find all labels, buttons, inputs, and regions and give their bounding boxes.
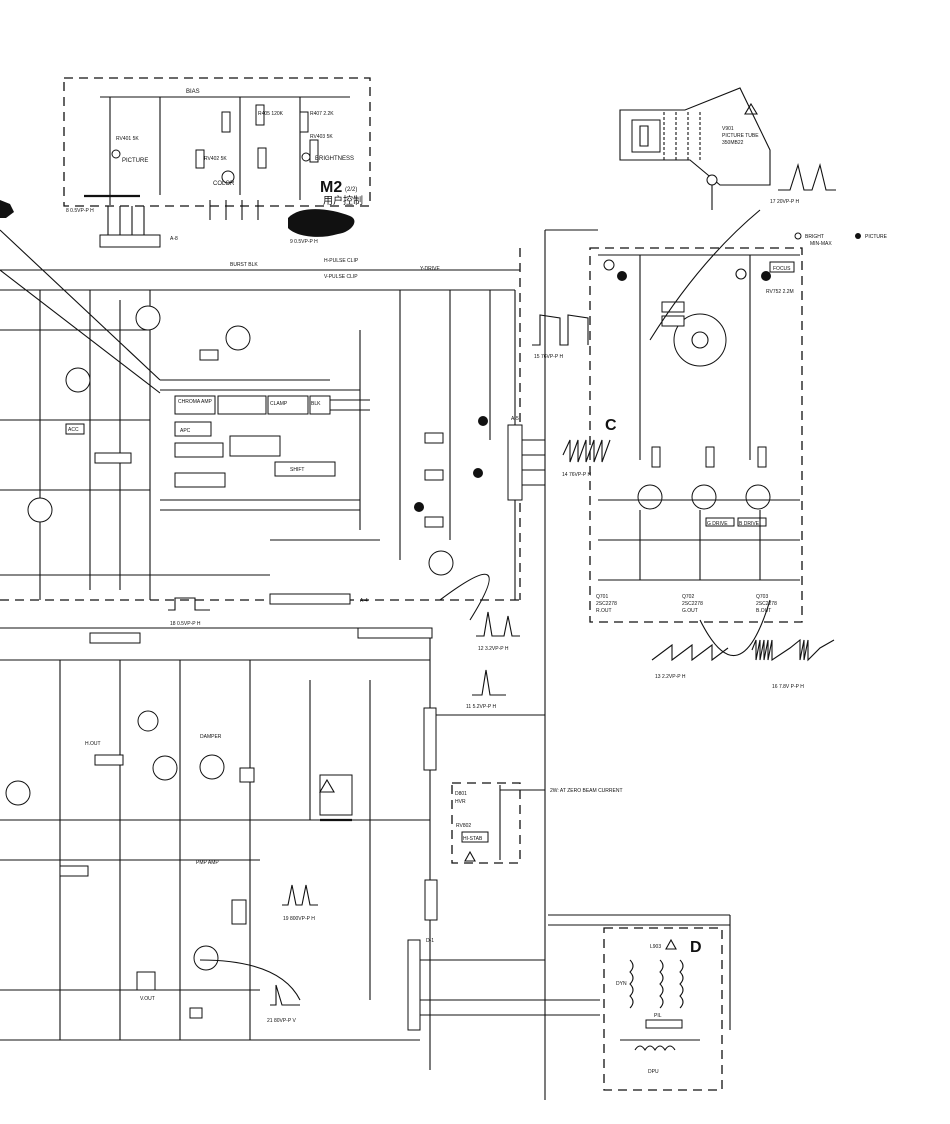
picture-knob-label: PICTURE bbox=[865, 234, 888, 240]
waveform-17-label: 17 20VP-P H bbox=[770, 199, 799, 205]
waveform-21-label: 21 80VP-P V bbox=[267, 1018, 296, 1024]
v-pulse-label: V-PULSE CLIP bbox=[324, 274, 358, 280]
fbt-ref: D801 bbox=[455, 791, 467, 797]
fbt-histab: HI-STAB bbox=[463, 836, 483, 842]
connector-a8: A-8 bbox=[170, 236, 178, 242]
apc-label: APC bbox=[180, 428, 191, 434]
ink-blot-left bbox=[0, 200, 14, 218]
waveform-15-label: 15 76VP-P H bbox=[534, 354, 563, 360]
waveform-12: 12 3.2VP-P H bbox=[476, 611, 520, 652]
b-drive-label: B DRIVE bbox=[739, 521, 760, 527]
q702-role: G.OUT bbox=[682, 608, 698, 614]
q702-type: 2SC2278 bbox=[682, 601, 703, 607]
m2-brightness-label: BRIGHTNESS bbox=[315, 156, 354, 162]
board-deflection: DAMPER PMP AMP V.OUT H.OUT D-1 bbox=[0, 627, 600, 1070]
q703-type: 2SC2278 bbox=[756, 601, 777, 607]
q701-role: R.OUT bbox=[596, 608, 612, 614]
fbt-hvr: HVR bbox=[455, 799, 466, 805]
m2-r405: R405 120K bbox=[258, 111, 284, 117]
m2-rv403: RV403 5K bbox=[310, 134, 333, 140]
focus-label: FOCUS bbox=[773, 266, 791, 272]
board-d-pil: PIL bbox=[654, 1013, 662, 1019]
q701-type: 2SC2278 bbox=[596, 601, 617, 607]
board-c: FOCUS RV752 2.2M C G DRIVE B DRIVE Q701 … bbox=[544, 229, 888, 1100]
m2-r407: R407 2.2K bbox=[310, 111, 334, 117]
board-c-label: C bbox=[605, 417, 617, 434]
h-out-label: H.OUT bbox=[85, 741, 101, 747]
waveform-17: 17 20VP-P H bbox=[770, 162, 836, 205]
m2-color-label: COLOR bbox=[213, 181, 235, 187]
waveform-8-label: 8 0.5VP-P H bbox=[66, 208, 94, 214]
waveform-21: 21 80VP-P V bbox=[267, 984, 300, 1024]
fbt-rv802: RV802 bbox=[456, 823, 471, 829]
clamp-label: CLAMP bbox=[270, 401, 288, 407]
waveform-19: 19 800VP-P H bbox=[282, 884, 318, 922]
m2-bias-label: BIAS bbox=[186, 89, 200, 95]
y-drive-label: Y-DRIVE bbox=[420, 266, 440, 272]
waveform-14: 14 76VP-P H bbox=[562, 439, 611, 478]
m2-picture-label: PICTURE bbox=[122, 158, 148, 164]
board-b: CHROMA AMP CLAMP BLK SHIFT ACC APC BURST… bbox=[0, 229, 545, 605]
waveform-16: 16 7.8V P-P H bbox=[751, 638, 835, 690]
tube-name: PICTURE TUBE bbox=[722, 133, 759, 139]
tube-model: 350MB22 bbox=[722, 140, 744, 146]
waveform-14-label: 14 76VP-P H bbox=[562, 472, 591, 478]
g-drive-label: G DRIVE bbox=[707, 521, 728, 527]
q701-ref: Q701 bbox=[596, 594, 608, 600]
picture-tube: V901 PICTURE TUBE 350MB22 bbox=[619, 87, 771, 210]
signal-trace-4 bbox=[199, 959, 301, 1001]
signal-trace-2 bbox=[649, 209, 761, 341]
bright-label: BRIGHT bbox=[805, 234, 824, 240]
waveform-13: 13 2.2VP-P H bbox=[651, 643, 729, 680]
waveform-12-label: 12 3.2VP-P H bbox=[478, 646, 509, 652]
panel-m2: M2 (2/2) 用户控制 BRIGHTNESS PICTURE COLOR B… bbox=[63, 77, 371, 248]
m2-rv401: RV401 5K bbox=[116, 136, 139, 142]
connector-d1: D-1 bbox=[426, 938, 434, 944]
shift-label: SHIFT bbox=[290, 467, 304, 473]
board-d-ref: L903 bbox=[650, 944, 661, 950]
m2-rv402: RV402 5K bbox=[204, 156, 227, 162]
m2-code: M2 bbox=[320, 179, 342, 196]
signal-trace-3 bbox=[699, 599, 771, 657]
chroma-amp-label: CHROMA AMP bbox=[178, 399, 213, 405]
q703-role: B.OUT bbox=[756, 608, 771, 614]
waveform-11: 11 5.2VP-P H bbox=[466, 669, 506, 710]
connector-a5: A-5 bbox=[511, 416, 519, 422]
m2-title: 用户控制 bbox=[323, 194, 363, 207]
waveform-18: 18 0.5VP-P H bbox=[168, 597, 210, 627]
v-out-label: V.OUT bbox=[140, 996, 155, 1002]
waveform-11-label: 11 5.2VP-P H bbox=[466, 704, 496, 710]
blk-label: BLK bbox=[311, 401, 321, 407]
signal-trace bbox=[439, 573, 490, 621]
board-d-label: D bbox=[690, 939, 702, 956]
waveform-15: 15 76VP-P H bbox=[532, 314, 589, 360]
ink-blot bbox=[288, 209, 355, 237]
h-pulse-label: H-PULSE CLIP bbox=[324, 258, 359, 264]
board-d-dyn: DYN bbox=[616, 981, 627, 987]
fbt-box: D801 HVR RV802 HI-STAB 2W: AT ZERO BEAM … bbox=[451, 782, 623, 864]
tube-ref: V901 bbox=[722, 126, 734, 132]
connector-a4: A-4 bbox=[360, 598, 368, 604]
q703-ref: Q703 bbox=[756, 594, 768, 600]
waveform-13-label: 13 2.2VP-P H bbox=[655, 674, 686, 680]
waveform-19-label: 19 800VP-P H bbox=[283, 916, 315, 922]
waveform-9-label: 9 0.5VP-P H bbox=[290, 239, 318, 245]
rv752-label: RV752 2.2M bbox=[766, 289, 794, 295]
pump-amp-label: PMP AMP bbox=[196, 860, 219, 866]
acc-label: ACC bbox=[68, 427, 79, 433]
waveform-18-label: 18 0.5VP-P H bbox=[170, 621, 201, 627]
waveform-16-label: 16 7.8V P-P H bbox=[772, 684, 804, 690]
m2-code-suffix: (2/2) bbox=[345, 187, 357, 193]
q702-ref: Q702 bbox=[682, 594, 694, 600]
board-d-dpu: DPU bbox=[648, 1069, 659, 1075]
board-d: D L903 DYN DPU PIL bbox=[548, 914, 731, 1091]
bright-range: MIN-MAX bbox=[810, 241, 832, 247]
burst-blk-label: BURST BLK bbox=[230, 262, 258, 268]
zero-beam-note: 2W: AT ZERO BEAM CURRENT bbox=[550, 788, 623, 794]
damper-label: DAMPER bbox=[200, 734, 222, 740]
